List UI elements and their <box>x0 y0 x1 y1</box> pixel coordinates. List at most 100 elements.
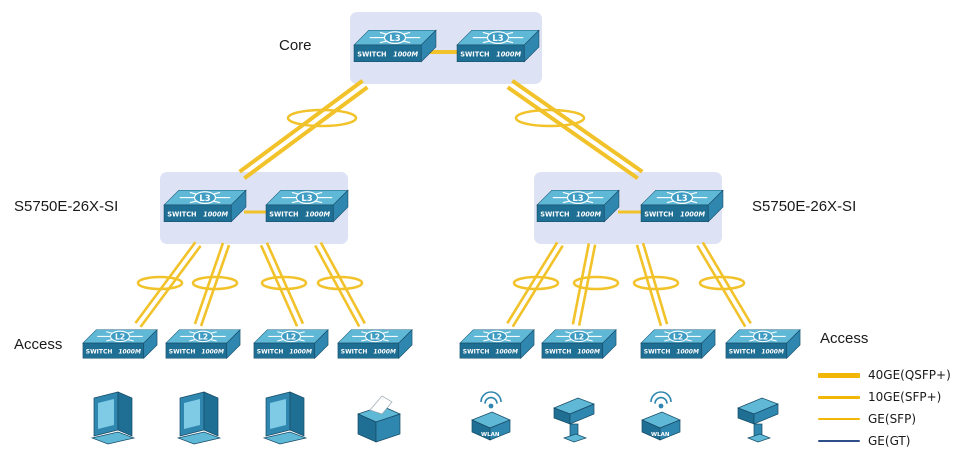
legend-item-40ge: 40GE(QSFP+) <box>818 364 958 386</box>
switch-brand-label: SWITCH <box>463 348 490 355</box>
link-aggregation-ring <box>512 275 560 291</box>
legend: 40GE(QSFP+) 10GE(SFP+) GE(SFP) GE(GT) <box>818 364 958 452</box>
switch-brand-label: SWITCH <box>341 348 368 355</box>
switch-speed-label: 1000M <box>118 348 141 355</box>
wlan-ap-icon: WLAN <box>641 391 681 441</box>
link-aggregation-ring <box>260 275 308 291</box>
link-line <box>243 85 369 180</box>
switch-layer-label: L3 <box>492 33 503 43</box>
link-aggregation-ring <box>316 275 364 291</box>
access-left-label: Access <box>14 336 63 353</box>
switch-brand-label: SWITCH <box>357 50 386 58</box>
link-line <box>265 242 305 325</box>
aggregation-left-label: S5750E-26X-SI <box>14 198 119 215</box>
link-aggregation-ring <box>698 275 746 291</box>
switch-layer-label: L3 <box>389 33 400 43</box>
switch-layer-label: L2 <box>492 332 502 341</box>
switch-speed-label: 1000M <box>289 348 312 355</box>
switch-layer-label: L2 <box>198 332 208 341</box>
switch-speed-label: 1000M <box>495 348 518 355</box>
switch-brand-label: SWITCH <box>167 210 196 218</box>
link-line <box>571 243 591 325</box>
link-line <box>259 244 299 327</box>
link-line <box>511 79 644 174</box>
switch-speed-label: 1000M <box>761 348 784 355</box>
switch-layer-label: L2 <box>370 332 380 341</box>
switch-speed-label: 1000M <box>577 348 600 355</box>
link-aggregation-ring <box>286 108 358 128</box>
switch-layer-label: L2 <box>673 332 683 341</box>
switch-layer-label: L2 <box>286 332 296 341</box>
camera-icon <box>737 397 779 443</box>
switch-brand-label: SWITCH <box>460 50 489 58</box>
link-line <box>577 244 597 326</box>
switch-layer-label: L2 <box>115 332 125 341</box>
switch-layer-label: L3 <box>572 193 583 203</box>
core-label: Core <box>279 37 312 54</box>
access-right-label: Access <box>820 330 869 347</box>
link-aggregation-ring <box>514 108 586 128</box>
link-line <box>506 241 559 325</box>
switch-layer-label: L3 <box>676 193 687 203</box>
link-line <box>635 244 663 327</box>
link-line <box>314 244 361 328</box>
link-aggregation-ring <box>136 275 184 291</box>
switch-speed-label: 1000M <box>496 50 521 58</box>
switch-brand-label: SWITCH <box>86 348 113 355</box>
switch-brand-label: SWITCH <box>169 348 196 355</box>
switch-speed-label: 1000M <box>203 210 228 218</box>
legend-item-ge-gt: GE(GT) <box>818 430 958 452</box>
switch-layer-label: L3 <box>199 193 210 203</box>
pc-icon <box>90 391 136 445</box>
switch-speed-label: 1000M <box>680 210 705 218</box>
switch-speed-label: 1000M <box>305 210 330 218</box>
legend-swatch-ge-gt <box>818 440 860 442</box>
switch-brand-label: SWITCH <box>540 210 569 218</box>
link-line <box>199 244 231 327</box>
legend-swatch-10ge <box>818 395 860 399</box>
link-line <box>319 241 366 325</box>
switch-brand-label: SWITCH <box>257 348 284 355</box>
camera-icon <box>553 397 595 443</box>
switch-speed-label: 1000M <box>576 210 601 218</box>
link-line <box>701 241 752 325</box>
printer-icon <box>357 395 401 443</box>
link-line <box>193 242 225 325</box>
link-aggregation-ring <box>632 275 680 291</box>
aggregation-right-label: S5750E-26X-SI <box>752 198 857 215</box>
switch-layer-label: L3 <box>301 193 312 203</box>
legend-item-ge-sfp: GE(SFP) <box>818 408 958 430</box>
switch-brand-label: SWITCH <box>729 348 756 355</box>
legend-label: 40GE(QSFP+) <box>868 368 951 382</box>
link-line <box>511 244 564 328</box>
wlan-ap-icon: WLAN <box>471 391 511 441</box>
link-line <box>641 242 669 325</box>
link-line <box>238 79 364 174</box>
legend-item-10ge: 10GE(SFP+) <box>818 386 958 408</box>
legend-swatch-40ge <box>818 372 860 378</box>
switch-brand-label: SWITCH <box>545 348 572 355</box>
switch-speed-label: 1000M <box>676 348 699 355</box>
switch-brand-label: SWITCH <box>644 210 673 218</box>
wlan-label: WLAN <box>481 432 500 438</box>
switch-brand-label: SWITCH <box>269 210 298 218</box>
switch-layer-label: L2 <box>574 332 584 341</box>
link-aggregation-ring <box>191 275 239 291</box>
legend-label: 10GE(SFP+) <box>868 390 942 404</box>
link-line <box>134 241 197 324</box>
